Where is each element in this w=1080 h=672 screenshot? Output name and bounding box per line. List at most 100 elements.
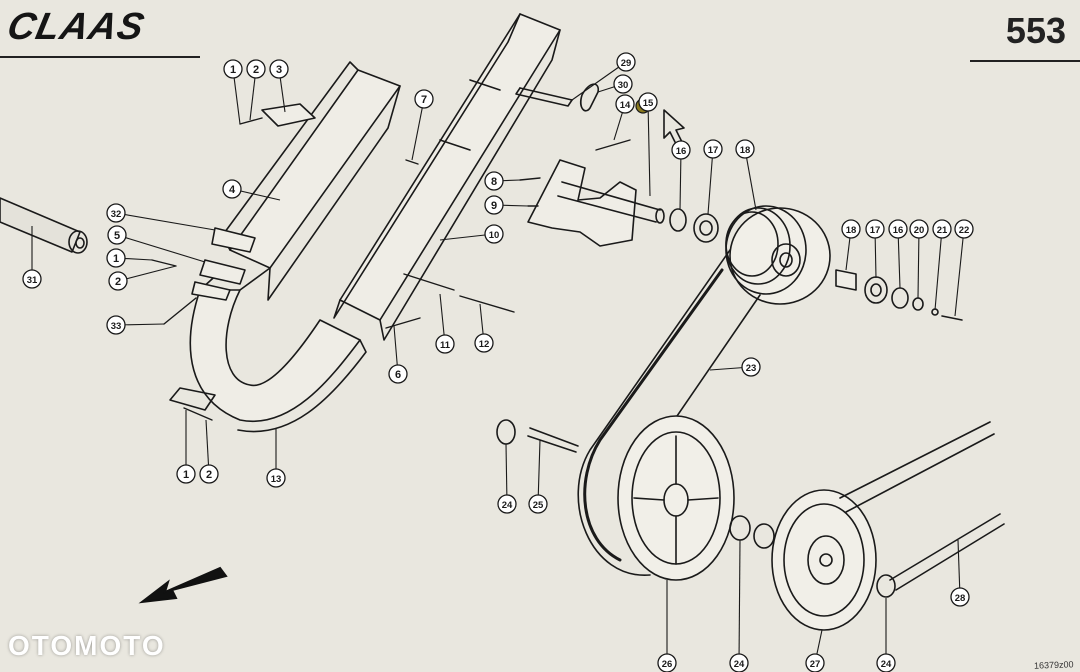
callout-circle: [909, 219, 929, 239]
pin-part: [519, 87, 573, 101]
callout-3: 3: [269, 59, 289, 79]
callout-circle: [246, 59, 266, 79]
callout-1: 1: [176, 464, 196, 484]
callout-number: 1: [183, 469, 189, 481]
callout-number: 7: [421, 94, 427, 106]
callout-circle: [954, 219, 974, 239]
leader-line: [647, 101, 651, 197]
callout-circle: [932, 219, 952, 239]
page-number: 553: [1005, 10, 1066, 51]
callout-circle: [703, 139, 723, 159]
callout-circle: [414, 89, 434, 109]
callout-number: 2: [206, 469, 212, 481]
callout-circle: [106, 203, 126, 223]
callout-number: 5: [114, 230, 120, 242]
callout-7: 7: [414, 89, 434, 109]
callout-number: 18: [740, 145, 751, 156]
callout-31: 31: [22, 269, 42, 289]
callout-14: 14: [615, 94, 635, 114]
direction-arrow-icon: [138, 566, 228, 604]
pointer-arrow-icon: [663, 109, 685, 145]
callout-33: 33: [106, 315, 126, 335]
callout-circle: [613, 74, 633, 94]
callout-6: 6: [388, 364, 408, 384]
callout-circle: [616, 52, 636, 72]
callout-number: 32: [111, 209, 122, 220]
callout-1: 1: [106, 248, 126, 268]
drawing-code: 16379z00: [1034, 659, 1075, 671]
callout-26: 26: [657, 653, 677, 672]
bushing-part: [496, 419, 516, 445]
callout-17: 17: [703, 139, 723, 159]
key-part: [527, 427, 579, 453]
callout-10: 10: [484, 224, 504, 244]
leader-line: [571, 61, 627, 101]
bearing-part: [693, 213, 719, 243]
callout-4: 4: [222, 179, 242, 199]
callout-23: 23: [741, 357, 761, 377]
callout-11: 11: [435, 334, 455, 354]
callout-30: 30: [613, 74, 633, 94]
shaft-28-part: [889, 513, 1005, 591]
callout-number: 4: [229, 184, 236, 196]
callout-17: 17: [865, 219, 885, 239]
callout-number: 17: [708, 145, 719, 156]
callout-circle: [108, 271, 128, 291]
callout-circle: [638, 92, 658, 112]
leader-line: [707, 148, 714, 215]
link-part: [580, 83, 600, 112]
callout-number: 26: [662, 659, 673, 670]
callout-circle: [176, 464, 196, 484]
callout-number: 1: [113, 253, 119, 265]
callout-2: 2: [199, 464, 219, 484]
callout-number: 23: [746, 363, 757, 374]
callout-1: 1: [223, 59, 243, 79]
callout-15: 15: [638, 92, 658, 112]
callout-number: 22: [959, 225, 970, 236]
callout-number: 16: [676, 146, 687, 157]
callout-9: 9: [484, 195, 504, 215]
callout-number: 10: [489, 230, 500, 241]
callout-number: 8: [491, 176, 497, 188]
watermark-logo: OTOMOTO: [8, 630, 166, 661]
callout-circle: [106, 248, 126, 268]
callout-number: 29: [621, 58, 632, 69]
callout-circle: [615, 94, 635, 114]
callout-22: 22: [954, 219, 974, 239]
callout-number: 13: [271, 474, 282, 485]
spoked-pulley-part: [617, 415, 735, 581]
callout-8: 8: [484, 171, 504, 191]
channel-part: [333, 13, 561, 341]
callout-circle: [222, 179, 242, 199]
callout-circle: [671, 140, 691, 160]
grooved-pulley-part: [725, 205, 831, 305]
callout-number: 16: [893, 225, 904, 236]
callout-number: 3: [276, 64, 282, 76]
callout-13: 13: [266, 468, 286, 488]
callout-circle: [805, 653, 825, 672]
callout-circle: [876, 653, 896, 672]
callout-number: 2: [115, 276, 121, 288]
callout-25: 25: [528, 494, 548, 514]
callout-2: 2: [246, 59, 266, 79]
callout-number: 24: [502, 500, 513, 511]
callout-circle: [657, 653, 677, 672]
hub-parts-row: [835, 269, 963, 321]
callout-20: 20: [909, 219, 929, 239]
callout-number: 15: [643, 98, 654, 109]
leader-line: [744, 148, 757, 211]
callout-circle: [266, 468, 286, 488]
leader-line: [411, 98, 425, 161]
callout-2: 2: [108, 271, 128, 291]
header-rule-right: [970, 60, 1080, 62]
callout-number: 25: [533, 500, 544, 511]
callout-number: 24: [881, 659, 892, 670]
leader-line: [537, 439, 541, 505]
callout-number: 18: [846, 225, 857, 236]
callout-number: 33: [111, 321, 122, 332]
callout-16: 16: [888, 219, 908, 239]
leader-line: [679, 149, 682, 211]
header-rule-left: [0, 56, 200, 58]
shaft-part: [0, 197, 88, 254]
